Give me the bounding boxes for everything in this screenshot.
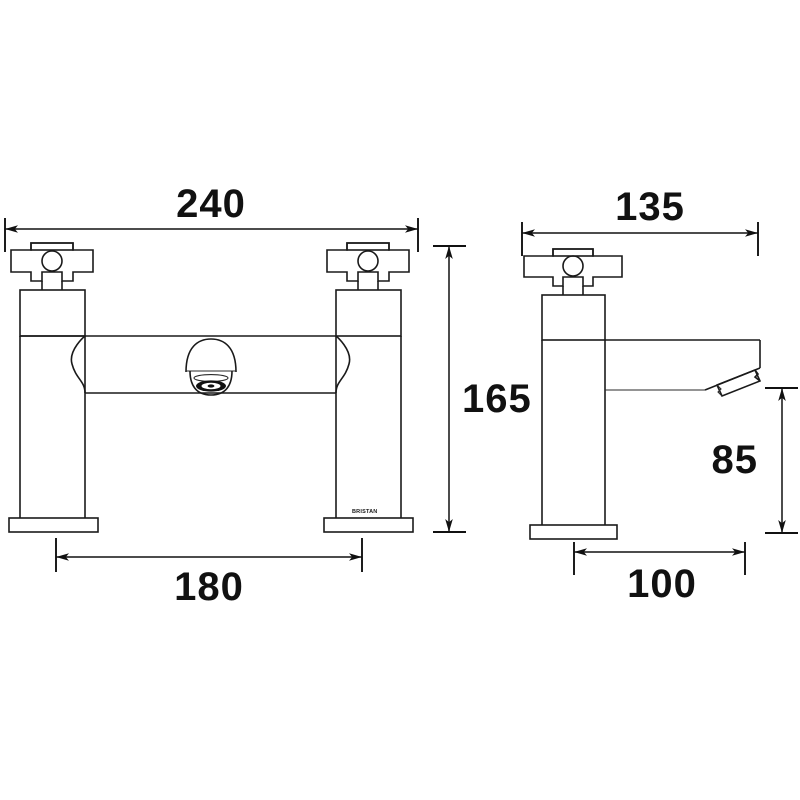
spout-nozzle-back-facet — [716, 384, 723, 397]
right-base-rect — [323, 517, 414, 533]
central-spout-body — [20, 335, 351, 394]
dim-100-value: 100 — [627, 562, 697, 606]
dimension-100: 100 — [573, 542, 746, 606]
right-handle-cap — [346, 242, 390, 251]
dimension-135: 135 — [521, 185, 759, 256]
side-cross-handle — [523, 248, 623, 295]
dim-85-value: 85 — [712, 438, 759, 482]
aerator-outlet-centre — [207, 384, 215, 388]
right-housing-rect — [335, 289, 402, 337]
dim-165-value: 165 — [462, 377, 532, 421]
dim-180-value: 180 — [174, 565, 244, 609]
dimension-240: 240 — [4, 182, 419, 252]
aerator-outlet — [185, 338, 237, 396]
aerator-dome — [185, 338, 237, 373]
side-handle-hub-circle — [562, 255, 584, 277]
right-column — [335, 336, 402, 518]
side-spout-arm — [605, 339, 762, 398]
dimension-180: 180 — [55, 538, 363, 609]
side-elevation-view — [523, 248, 762, 540]
side-column — [541, 340, 606, 525]
side-housing-rect — [541, 294, 606, 341]
aerator-collar — [189, 370, 233, 396]
left-cross-handle — [10, 242, 94, 290]
left-handle-cap — [30, 242, 74, 251]
side-handle-cap — [552, 248, 594, 257]
left-handle-hub-circle — [41, 250, 63, 272]
left-base-rect — [8, 517, 99, 533]
side-valve-housing — [541, 294, 606, 341]
left-valve-housing — [19, 289, 86, 337]
left-housing-rect — [19, 289, 86, 337]
brand-label: BRISTAN — [352, 509, 377, 515]
dimension-85: 85 — [712, 387, 798, 534]
right-valve-housing — [335, 289, 402, 337]
spout-body-left-curve — [70, 335, 86, 394]
front-elevation-view: BRISTAN — [8, 242, 414, 533]
left-base-flange — [8, 517, 99, 533]
spout-nozzle-tip-facet — [753, 369, 761, 382]
right-cross-handle — [326, 242, 410, 290]
left-column — [19, 336, 86, 518]
dim-135-value: 135 — [615, 185, 685, 229]
dim-240-value: 240 — [176, 182, 246, 226]
side-base-rect — [529, 524, 618, 540]
spout-body-right-curve — [335, 335, 351, 394]
dimension-165: 165 — [433, 245, 532, 533]
side-base-flange — [529, 524, 618, 540]
right-base-flange: BRISTAN — [323, 509, 414, 533]
right-handle-hub-circle — [357, 250, 379, 272]
